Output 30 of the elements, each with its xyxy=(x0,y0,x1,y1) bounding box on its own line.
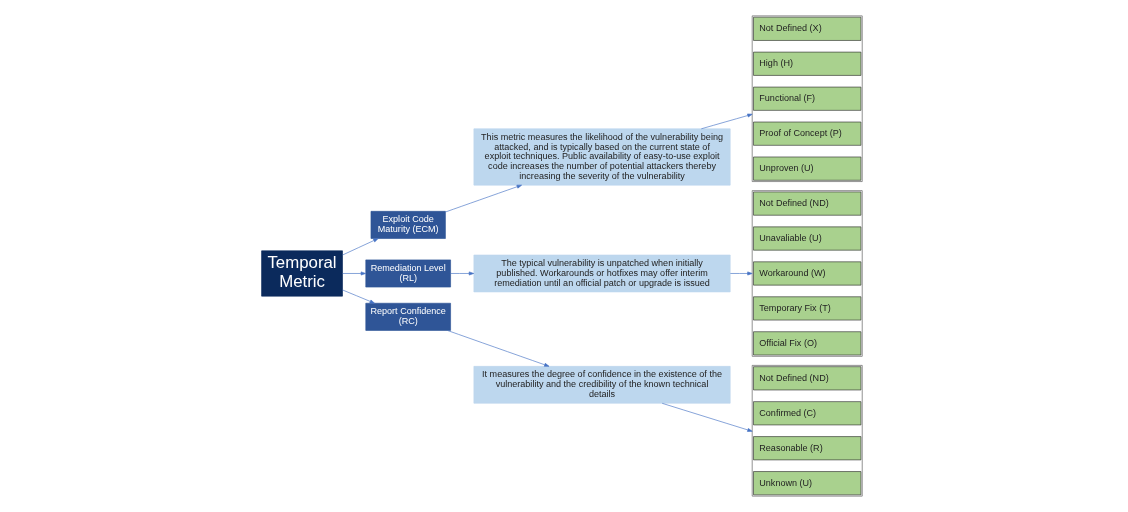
node-box: Not Defined (ND) xyxy=(752,366,861,391)
arrow xyxy=(341,271,366,276)
node-box: It measures the degree of confidence in the existence of the vulnerability and the credibility of the known technical details xyxy=(473,366,730,404)
arrow xyxy=(661,403,753,432)
arrow xyxy=(700,113,753,130)
arrow xyxy=(446,330,549,367)
node-box: Not Defined (X) xyxy=(752,16,861,41)
node-box: Proof of Concept (P) xyxy=(752,121,861,146)
arrow xyxy=(729,271,753,276)
arrow xyxy=(444,184,522,213)
node-box: Temporal Metric xyxy=(260,250,343,297)
node-box: Unknown (U) xyxy=(752,471,861,496)
arrow xyxy=(341,289,375,304)
node-box: Unavaliable (U) xyxy=(752,226,861,251)
node-box: Unproven (U) xyxy=(752,156,861,181)
node-box: Confirmed (C) xyxy=(752,401,861,426)
node-box: Official Fix (O) xyxy=(752,331,861,356)
node-box: This metric measures the likelihood of the vulnerability being attacked, and is typically based on the current state of exploit techniques. Public availability of easy-to-use exploit code increases the number of potential attackers thereby increasing the severity of the vulnerability xyxy=(473,128,730,186)
node-box: The typical vulnerability is unpatched when initially published. Workarounds or hotfixes may offer interim remediation until an official patch or upgrade is issued xyxy=(473,254,730,293)
node-box: Temporary Fix (T) xyxy=(752,296,861,321)
node-box: Remediation Level (RL) xyxy=(364,259,451,288)
node-box: High (H) xyxy=(752,51,861,76)
arrow xyxy=(341,238,378,256)
node-box: Report Confidence (RC) xyxy=(364,302,451,331)
node-box: Reasonable (R) xyxy=(752,436,861,461)
arrow xyxy=(449,271,474,276)
node-box: Functional (F) xyxy=(752,86,861,111)
node-box: Workaround (W) xyxy=(752,261,861,286)
node-box: Exploit Code Maturity (ECM) xyxy=(370,211,446,239)
node-box: Not Defined (ND) xyxy=(752,191,861,216)
